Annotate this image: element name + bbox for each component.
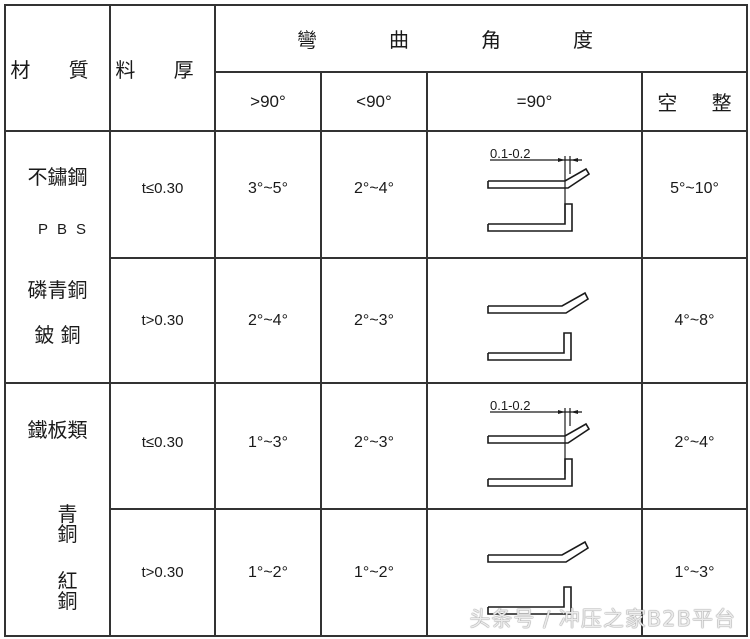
bending-angle-table-frame: 材 質 料 厚 彎曲角度 >90° <90° =90° 空 整 不鏽鋼 PBS …: [4, 4, 748, 637]
header-eq90: =90°: [426, 71, 643, 132]
thickness-cell: t≤0.30: [109, 382, 216, 510]
material-name: 磷青銅: [27, 278, 88, 302]
dimension-label: 0.1-0.2: [490, 146, 530, 161]
gt90-value: 1°~2°: [214, 508, 322, 637]
thickness-cell: t≤0.30: [109, 130, 216, 259]
header-material: 材 質: [4, 4, 111, 132]
flatten-value: 2°~4°: [641, 382, 748, 510]
header-thickness: 料 厚: [109, 4, 216, 132]
header-bend-angle: 彎曲角度: [214, 4, 748, 73]
bend-diagram-icon: [487, 291, 590, 361]
material-name: 青 銅: [57, 502, 98, 546]
bend-diagram-icon: [487, 540, 590, 615]
bend-diagram-icon: 0.1-0.2: [487, 398, 591, 487]
flatten-value: 4°~8°: [641, 257, 748, 384]
eq90-diagram-plain: [426, 508, 643, 637]
bend-diagram-icon: 0.1-0.2: [487, 146, 591, 232]
material-group-2: 鐵板類 青 銅 紅 銅: [4, 382, 111, 637]
thickness-cell: t>0.30: [109, 508, 216, 637]
gt90-value: 1°~3°: [214, 382, 322, 510]
material-name: 鈹 銅: [34, 323, 81, 347]
lt90-value: 2°~3°: [320, 382, 428, 510]
flatten-value: 5°~10°: [641, 130, 748, 259]
material-group-1: 不鏽鋼 PBS 磷青銅 鈹 銅: [4, 130, 111, 384]
thickness-cell: t>0.30: [109, 257, 216, 384]
bending-angle-spec-table: 材 質 料 厚 彎曲角度 >90° <90° =90° 空 整 不鏽鋼 PBS …: [4, 4, 748, 637]
dimension-label: 0.1-0.2: [490, 398, 530, 413]
material-name: PBS: [37, 221, 95, 238]
material-name: 紅 銅: [57, 569, 98, 613]
gt90-value: 3°~5°: [214, 130, 322, 259]
flatten-value: 1°~3°: [641, 508, 748, 637]
material-name: 不鏽鋼: [27, 165, 88, 189]
gt90-value: 2°~4°: [214, 257, 322, 384]
eq90-diagram-plain: [426, 257, 643, 384]
eq90-diagram-with-dimension: 0.1-0.2: [426, 382, 643, 510]
header-flatten: 空 整: [641, 71, 748, 132]
lt90-value: 2°~4°: [320, 130, 428, 259]
header-gt90: >90°: [214, 71, 322, 132]
lt90-value: 2°~3°: [320, 257, 428, 384]
eq90-diagram-with-dimension: 0.1-0.2: [426, 130, 643, 259]
material-name: 鐵板類: [27, 418, 88, 442]
lt90-value: 1°~2°: [320, 508, 428, 637]
header-lt90: <90°: [320, 71, 428, 132]
